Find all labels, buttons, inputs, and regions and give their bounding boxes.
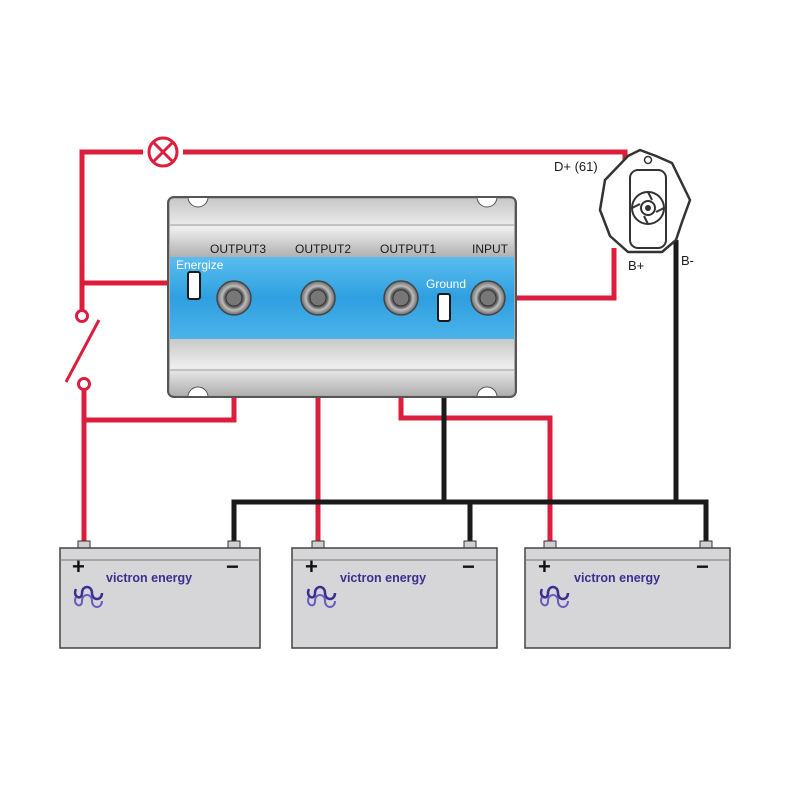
battery-plus-sign: + (72, 554, 85, 579)
output1-label: OUTPUT1 (380, 242, 436, 256)
input-wire (505, 248, 617, 301)
alternator-icon (598, 148, 692, 254)
negative-wires (231, 240, 709, 545)
output3-label: OUTPUT3 (210, 242, 266, 256)
ground-label: Ground (426, 277, 466, 291)
ignition-switch-icon (64, 309, 101, 391)
output2-terminal (300, 280, 336, 316)
victron-logo-icon (539, 585, 570, 608)
battery-brand: victron energy (106, 571, 192, 585)
victron-logo-icon (73, 585, 104, 608)
battery-minus-sign: − (226, 554, 239, 579)
input-label: INPUT (472, 242, 509, 256)
b-minus-label: B- (681, 253, 694, 268)
output1-terminal (383, 280, 419, 316)
battery-2: + − victron energy (291, 540, 498, 649)
battery-3: + − victron energy (524, 540, 731, 649)
ground-connector (437, 293, 451, 322)
output3-terminal (216, 280, 252, 316)
input-terminal (470, 280, 506, 316)
battery-brand: victron energy (340, 571, 426, 585)
battery-minus-sign: − (462, 554, 475, 579)
battery-1: + − victron energy (59, 540, 261, 649)
energize-label: Energize (176, 258, 224, 272)
battery-isolator: OUTPUT3 OUTPUT2 OUTPUT1 INPUT Energize G… (167, 196, 517, 398)
victron-logo-icon (306, 585, 337, 608)
battery-plus-sign: + (305, 554, 318, 579)
output2-label: OUTPUT2 (295, 242, 351, 256)
battery-minus-sign: − (696, 554, 709, 579)
battery-brand: victron energy (574, 571, 660, 585)
battery-plus-sign: + (538, 554, 551, 579)
b-plus-label: B+ (628, 258, 644, 273)
d-plus-label: D+ (61) (554, 159, 598, 174)
d-plus-wire-left (79, 149, 143, 312)
indicator-lamp-icon (147, 136, 179, 168)
energize-connector (187, 271, 201, 300)
